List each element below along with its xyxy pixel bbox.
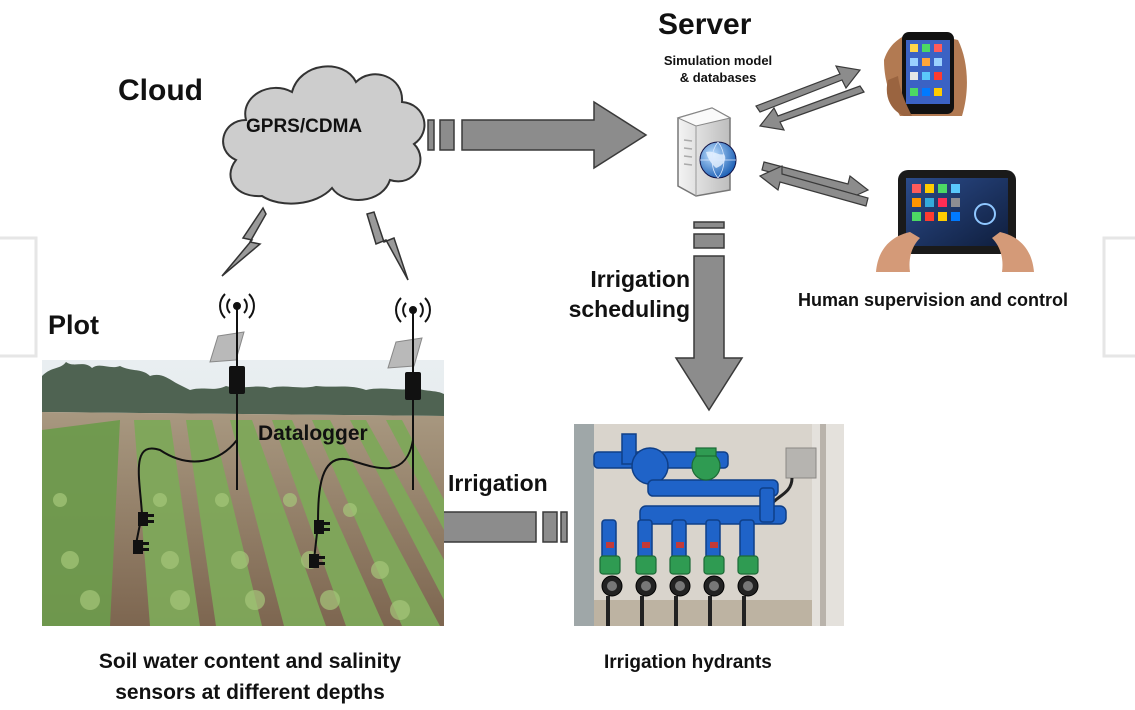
field-photo <box>42 360 444 626</box>
server-title: Server <box>658 8 752 41</box>
globe-icon <box>699 141 737 179</box>
irrigation-scheduling-line1: Irrigation <box>590 266 690 292</box>
server-subtitle-line1: Simulation model <box>663 53 773 68</box>
datalogger-label: Datalogger <box>258 422 368 445</box>
arrow-cloud-to-server <box>427 100 648 170</box>
watermark-frame <box>0 236 1135 358</box>
sensors-caption-line1: Soil water content and salinity <box>98 650 402 673</box>
hydrants-caption: Irrigation hydrants <box>604 652 772 673</box>
arrows-server-tablet <box>758 161 870 207</box>
lightning-icon <box>366 211 409 281</box>
arrow-server-to-hydrants <box>674 221 744 412</box>
plot-title: Plot <box>48 310 99 340</box>
datalogger-right <box>387 322 423 400</box>
cloud-network-label: GPRS/CDMA <box>246 116 363 137</box>
irrigation-scheduling-label: Irrigation scheduling <box>540 264 690 324</box>
arrows-server-phone <box>755 65 865 131</box>
datalogger-left <box>209 318 245 394</box>
cloud-title: Cloud <box>118 74 203 107</box>
server-subtitle-line2: & databases <box>679 70 757 85</box>
hydrants-photo <box>574 424 844 626</box>
antenna-icon <box>219 293 255 322</box>
tablet-icon <box>876 170 1034 272</box>
antenna-icon <box>395 297 431 326</box>
sensors-caption-line2: sensors at different depths <box>115 681 385 704</box>
sensors-caption: Soil water content and salinity sensors … <box>30 646 470 708</box>
cloud-icon <box>222 65 426 205</box>
irrigation-scheduling-line2: scheduling <box>568 296 690 322</box>
irrigation-label: Irrigation <box>448 470 548 496</box>
smartphone-icon <box>884 32 967 116</box>
server-subtitle: Simulation model & databases <box>636 52 800 86</box>
lightning-icon <box>221 206 267 277</box>
human-supervision-label: Human supervision and control <box>798 290 1069 310</box>
